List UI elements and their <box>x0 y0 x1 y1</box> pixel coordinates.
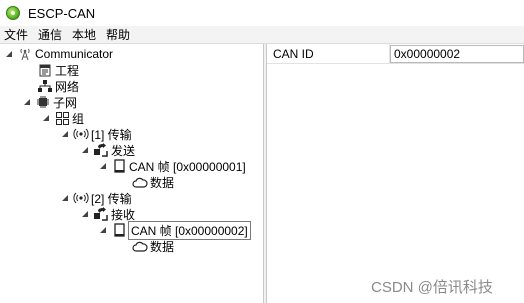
window-title: ESCP-CAN <box>28 5 96 21</box>
tree-item-label: 组 <box>72 111 85 126</box>
frame-icon <box>111 159 127 173</box>
tree-item-label: 接收 <box>111 207 136 222</box>
collapse-arrow-icon[interactable] <box>80 145 90 155</box>
broadcast-icon <box>73 191 89 205</box>
property-divider <box>389 44 390 64</box>
tree-item-send[interactable]: 发送 <box>80 142 136 158</box>
tree-item-label: 发送 <box>111 143 136 158</box>
send-arrows-icon <box>93 143 109 157</box>
menu-communication[interactable]: 通信 <box>38 27 63 42</box>
collapse-arrow-icon[interactable] <box>22 97 32 107</box>
tree-item-subnet[interactable]: 子网 <box>22 94 78 110</box>
cloud-icon <box>132 175 148 189</box>
title-bar: ESCP-CAN <box>0 0 524 26</box>
tree-item-label: 工程 <box>55 63 80 78</box>
collapse-arrow-icon[interactable] <box>98 161 108 171</box>
tree-item-project[interactable]: 工程 <box>37 62 80 78</box>
property-grid: CAN ID 0x00000002 <box>267 44 524 303</box>
cloud-icon <box>132 239 148 253</box>
chip-icon <box>35 95 51 109</box>
collapse-arrow-icon[interactable] <box>60 193 70 203</box>
tree-item-data-2[interactable]: 数据 <box>132 238 175 254</box>
grid-icon <box>54 111 70 125</box>
tree-item-group[interactable]: 组 <box>41 110 85 126</box>
collapse-arrow-icon[interactable] <box>4 49 14 59</box>
tree-item-transfer-1[interactable]: [1] 传输 <box>60 126 133 142</box>
receive-arrows-icon <box>93 207 109 221</box>
can-id-field[interactable]: 0x00000002 <box>390 45 524 63</box>
broadcast-icon <box>73 127 89 141</box>
tree-item-transfer-2[interactable]: [2] 传输 <box>60 190 133 206</box>
document-icon <box>37 63 53 77</box>
collapse-arrow-icon[interactable] <box>60 129 70 139</box>
tree-item-label: CAN 帧 [0x00000001] <box>129 159 246 174</box>
tree-item-label: 数据 <box>150 239 175 254</box>
antenna-tower-icon <box>17 47 33 61</box>
tree-view[interactable]: Communicator 工程 网络 子网 组 [1] 传输 <box>0 44 263 303</box>
network-icon <box>37 79 53 93</box>
watermark: CSDN @倍讯科技 <box>371 279 493 296</box>
tree-item-can-frame-1[interactable]: CAN 帧 [0x00000001] <box>98 158 247 174</box>
tree-item-label: 网络 <box>55 79 80 94</box>
tree-item-label: [2] 传输 <box>91 191 132 206</box>
frame-icon <box>111 223 127 237</box>
tree-item-receive[interactable]: 接收 <box>80 206 136 222</box>
pane-splitter[interactable] <box>263 44 267 303</box>
property-row-can-id: CAN ID 0x00000002 <box>267 44 524 64</box>
tree-item-label: CAN 帧 [0x00000002] <box>128 220 251 240</box>
menu-bar: 文件 通信 本地 帮助 <box>0 26 524 44</box>
collapse-arrow-icon[interactable] <box>41 113 51 123</box>
app-icon <box>6 6 20 20</box>
tree-item-data-1[interactable]: 数据 <box>132 174 175 190</box>
tree-item-label: Communicator <box>35 47 114 61</box>
menu-help[interactable]: 帮助 <box>106 27 131 42</box>
tree-item-label: 数据 <box>150 175 175 190</box>
menu-local[interactable]: 本地 <box>72 27 97 42</box>
tree-item-label: 子网 <box>53 95 78 110</box>
tree-item-network[interactable]: 网络 <box>37 78 80 94</box>
menu-file[interactable]: 文件 <box>4 27 29 42</box>
tree-item-communicator[interactable]: Communicator <box>4 46 114 62</box>
collapse-arrow-icon[interactable] <box>98 225 108 235</box>
collapse-arrow-icon[interactable] <box>80 209 90 219</box>
tree-item-label: [1] 传输 <box>91 127 132 142</box>
tree-item-can-frame-2[interactable]: CAN 帧 [0x00000002] <box>98 220 251 240</box>
property-name: CAN ID <box>273 47 314 61</box>
